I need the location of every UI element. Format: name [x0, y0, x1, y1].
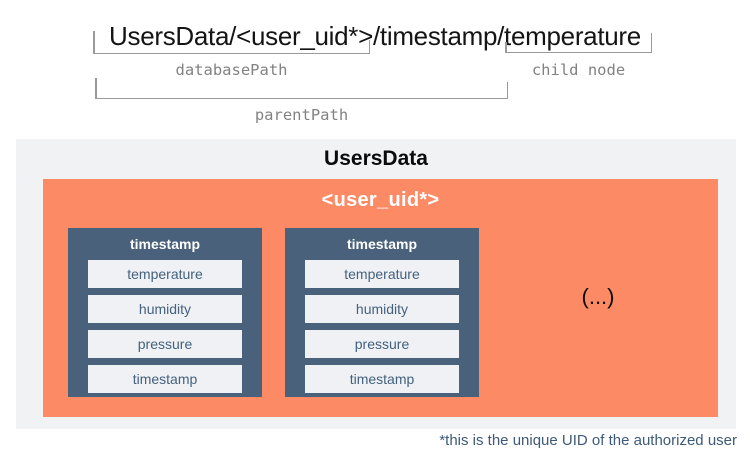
- database-path-text: UsersData/<user_uid*>/timestamp/temperat…: [109, 21, 641, 51]
- users-data-panel: UsersData <user_uid*> timestamp temperat…: [16, 139, 736, 429]
- field-pressure: pressure: [305, 330, 459, 358]
- bracket-tick-right: [368, 40, 370, 53]
- field-humidity: humidity: [88, 295, 242, 323]
- database-path-label: databasePath: [175, 61, 288, 79]
- timestamp-node-card-2: timestamp temperature humidity pressure …: [285, 228, 479, 397]
- field-humidity: humidity: [305, 295, 459, 323]
- parent-path-bracket: [95, 78, 508, 99]
- child-node-label: child node: [531, 61, 626, 79]
- field-temperature: temperature: [88, 260, 242, 288]
- field-list: temperature humidity pressure timestamp: [285, 260, 479, 393]
- bracket-tick-right: [506, 82, 508, 98]
- bracket-tick-right: [650, 33, 652, 52]
- field-timestamp: timestamp: [88, 365, 242, 393]
- field-list: temperature humidity pressure timestamp: [68, 260, 262, 393]
- bracket-tick-left: [95, 78, 97, 98]
- timestamp-card-header: timestamp: [346, 236, 418, 252]
- bracket-tick-left: [93, 31, 95, 53]
- field-pressure: pressure: [88, 330, 242, 358]
- field-timestamp: timestamp: [305, 365, 459, 393]
- field-temperature: temperature: [305, 260, 459, 288]
- child-node-bracket: [505, 33, 652, 53]
- timestamp-node-card-1: timestamp temperature humidity pressure …: [68, 228, 262, 397]
- users-data-title: UsersData: [324, 147, 428, 170]
- user-uid-box: <user_uid*> timestamp temperature humidi…: [43, 179, 718, 417]
- more-nodes-ellipsis: (...): [581, 284, 615, 309]
- uid-footnote: *this is the unique UID of the authorize…: [439, 432, 737, 449]
- database-path-bracket: [93, 31, 370, 54]
- bracket-tick-left: [505, 42, 507, 52]
- timestamp-card-header: timestamp: [129, 236, 201, 252]
- user-uid-title: <user_uid*>: [321, 189, 440, 211]
- parent-path-label: parentPath: [254, 106, 349, 124]
